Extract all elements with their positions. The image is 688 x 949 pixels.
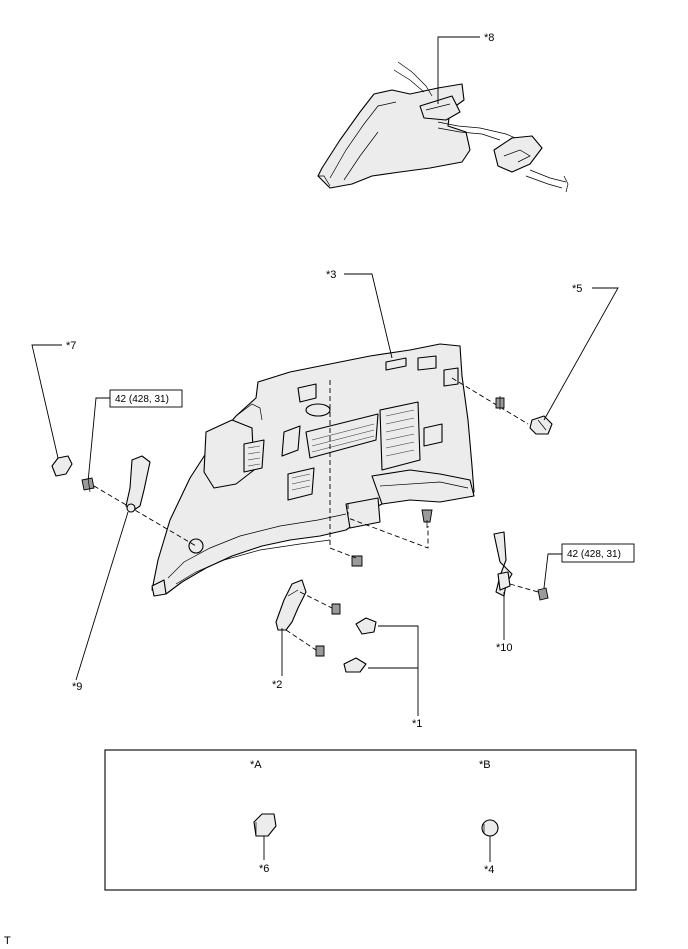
callout-10: *10 — [496, 642, 513, 654]
bolt-center-lower — [351, 555, 363, 567]
bolt-center-install-line-2 — [329, 547, 357, 559]
clip-5-install-line — [451, 377, 529, 425]
callout-3-leader — [344, 273, 393, 359]
callout-2: *2 — [272, 679, 282, 691]
seat-belt-anchor-9 — [125, 455, 151, 513]
callout-1-leader — [368, 625, 419, 669]
torque-right-leader — [543, 553, 562, 589]
callout-4: *4 — [484, 864, 494, 876]
cover-6 — [253, 813, 277, 837]
corner-mark: T — [4, 935, 11, 947]
callout-6: *6 — [259, 863, 269, 875]
callout-9-leader — [75, 511, 129, 681]
quarter-trim-panel — [151, 343, 475, 597]
callout-7-leader — [31, 344, 62, 459]
torque-spec-left: 42 (428, 31) — [115, 394, 169, 405]
callout-5-leader — [543, 287, 619, 421]
clip-center-install-line — [347, 504, 429, 549]
cover-1b — [343, 657, 367, 673]
seat-belt-bolt-right — [537, 587, 549, 601]
screw-upper — [331, 603, 341, 615]
callout-7: *7 — [66, 340, 76, 352]
callout-3: *3 — [326, 269, 336, 281]
detail-box — [104, 749, 637, 891]
assist-grip-2 — [275, 579, 307, 631]
torque-spec-box-left — [109, 389, 183, 408]
seat-belt-bolt-left — [81, 477, 95, 493]
cover-1a — [355, 617, 377, 635]
callout-5: *5 — [572, 283, 582, 295]
view-a-label: *A — [250, 759, 262, 771]
callout-1: *1 — [412, 718, 422, 730]
torque-spec-box-right — [561, 543, 635, 563]
callout-8-leader — [437, 36, 480, 104]
torque-spec-right: 42 (428, 31) — [567, 549, 621, 560]
screw-lower — [315, 645, 325, 657]
screw-lower-install-line — [285, 629, 317, 651]
upper-pillar-garnish-assembly — [317, 61, 569, 193]
screw-upper-install-line — [299, 591, 333, 609]
clip-center — [421, 509, 433, 528]
bolt-left-install-line — [93, 485, 197, 547]
cover-4 — [481, 819, 499, 837]
clip-5 — [529, 415, 553, 435]
torque-left-leader — [87, 397, 110, 483]
bolt-right-install-line — [509, 583, 539, 593]
cover-7 — [51, 455, 73, 477]
callout-9: *9 — [72, 681, 82, 693]
callout-8: *8 — [484, 32, 494, 44]
seat-belt-bracket-10 — [493, 531, 513, 597]
view-b-label: *B — [479, 759, 491, 771]
bolt-upper-right — [495, 396, 505, 410]
